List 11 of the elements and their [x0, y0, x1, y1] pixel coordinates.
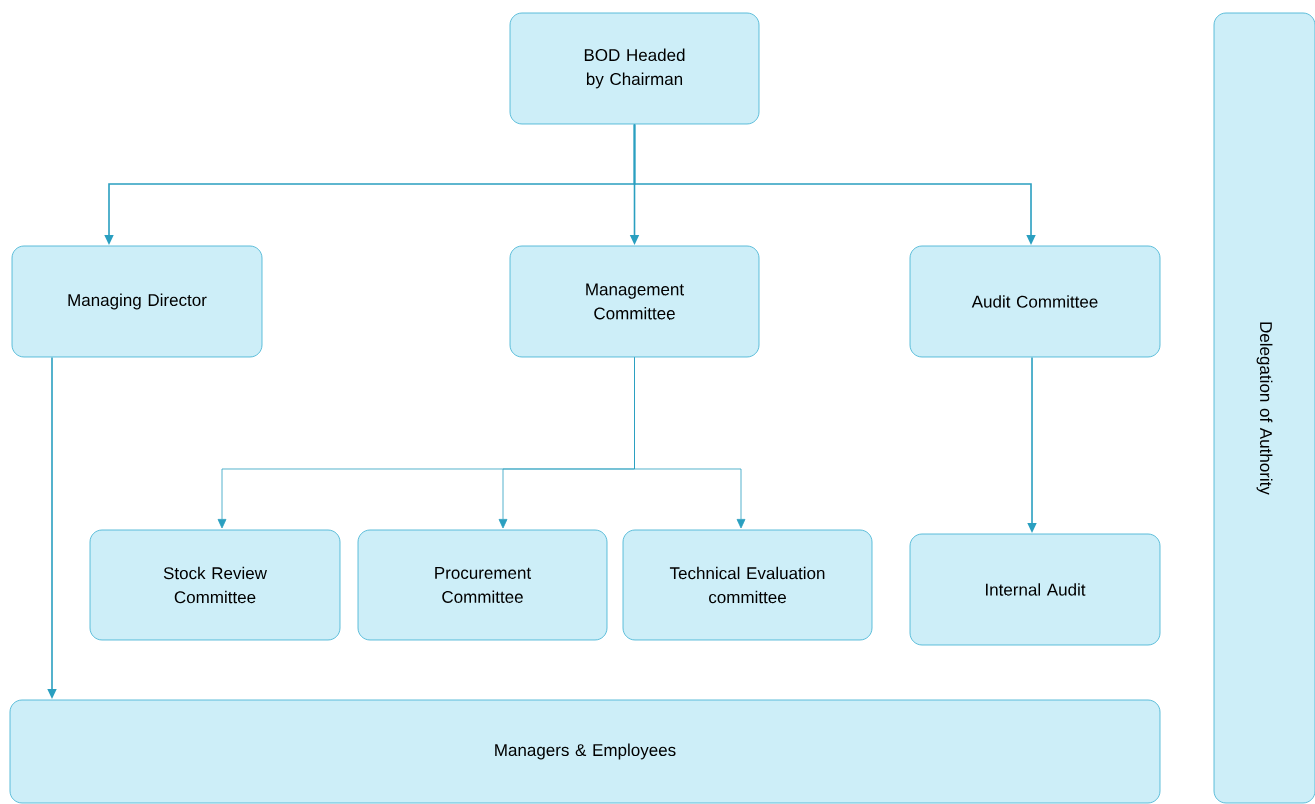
org-box: Internal Audit	[909, 533, 1161, 646]
org-box: Technical Evaluation committee	[622, 529, 873, 641]
org-box: Management Committee	[509, 245, 760, 358]
org-box: Managing Director	[11, 245, 263, 358]
side-band: Delegation of Authority	[1213, 12, 1315, 804]
arrow	[634, 357, 746, 529]
org-box: Procurement Committee	[357, 529, 608, 641]
org-box: Managers & Employees	[9, 699, 1161, 804]
org-box: BOD Headed by Chairman	[509, 12, 760, 125]
org-box: Stock Review Committee	[89, 529, 341, 641]
org-box: Audit Committee	[909, 245, 1161, 358]
